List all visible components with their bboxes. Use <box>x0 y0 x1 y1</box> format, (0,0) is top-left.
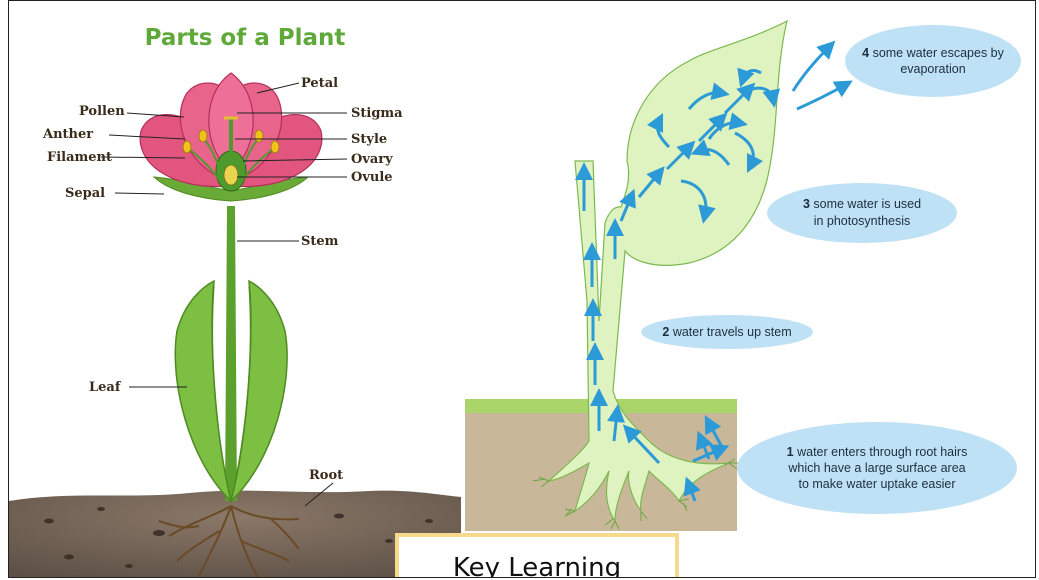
label-style: Style <box>351 132 387 147</box>
step-2-line-1: water travels up stem <box>672 325 792 339</box>
step-1-bubble: 1 water enters through root hairs which … <box>737 422 1017 514</box>
step-1-line-1: water enters through root hairs <box>796 445 967 459</box>
step-2-bubble: 2 water travels up stem <box>641 315 813 349</box>
key-learning-box: Key Learning <box>395 533 679 578</box>
diagram-frame: Parts of a Plant <box>8 0 1036 578</box>
step-4-line-1: some water escapes by <box>873 46 1005 60</box>
step-1-number: 1 <box>787 445 794 459</box>
step-3-bubble: 3 some water is used in photosynthesis <box>767 183 957 243</box>
evaporation-arrows <box>793 47 845 109</box>
plant-stem <box>225 206 237 501</box>
label-leaf: Leaf <box>89 380 122 395</box>
label-pollen: Pollen <box>79 104 125 119</box>
key-learning-label: Key Learning <box>399 553 675 578</box>
step-1-line-3: to make water uptake easier <box>798 477 955 491</box>
label-sepal: Sepal <box>65 186 105 201</box>
label-filament: Filament <box>47 150 112 165</box>
plant-leaf-right <box>231 281 287 501</box>
svg-text:2 water travels up stem: 2 water travels up stem <box>662 325 791 339</box>
diagram-canvas: Parts of a Plant <box>9 1 1036 578</box>
svg-text:3 some water is used: 3 some water is used <box>803 197 921 211</box>
step-4-bubble: 4 some water escapes by evaporation <box>845 25 1021 97</box>
label-ovule: Ovule <box>351 170 393 185</box>
step-3-line-1: some water is used <box>813 197 921 211</box>
step-4-number: 4 <box>862 46 869 60</box>
step-2-number: 2 <box>662 325 669 339</box>
svg-text:1 water enters through r: 1 water enters through root hairs <box>787 445 968 459</box>
svg-text:4 some water escapes by: 4 some water escapes by <box>862 46 1004 60</box>
label-root: Root <box>309 468 343 483</box>
plant-leaf-left <box>175 281 231 501</box>
step-4-line-2: evaporation <box>900 62 965 76</box>
label-petal: Petal <box>301 76 338 91</box>
label-stigma: Stigma <box>351 106 403 121</box>
label-stem: Stem <box>301 234 339 249</box>
step-3-line-2: in photosynthesis <box>814 214 911 228</box>
label-anther: Anther <box>42 127 93 142</box>
soil-ground <box>9 491 461 578</box>
step-1-line-2: which have a large surface area <box>787 461 965 475</box>
plant-diagram-title: Parts of a Plant <box>145 25 346 51</box>
label-ovary: Ovary <box>351 152 393 167</box>
step-3-number: 3 <box>803 197 810 211</box>
